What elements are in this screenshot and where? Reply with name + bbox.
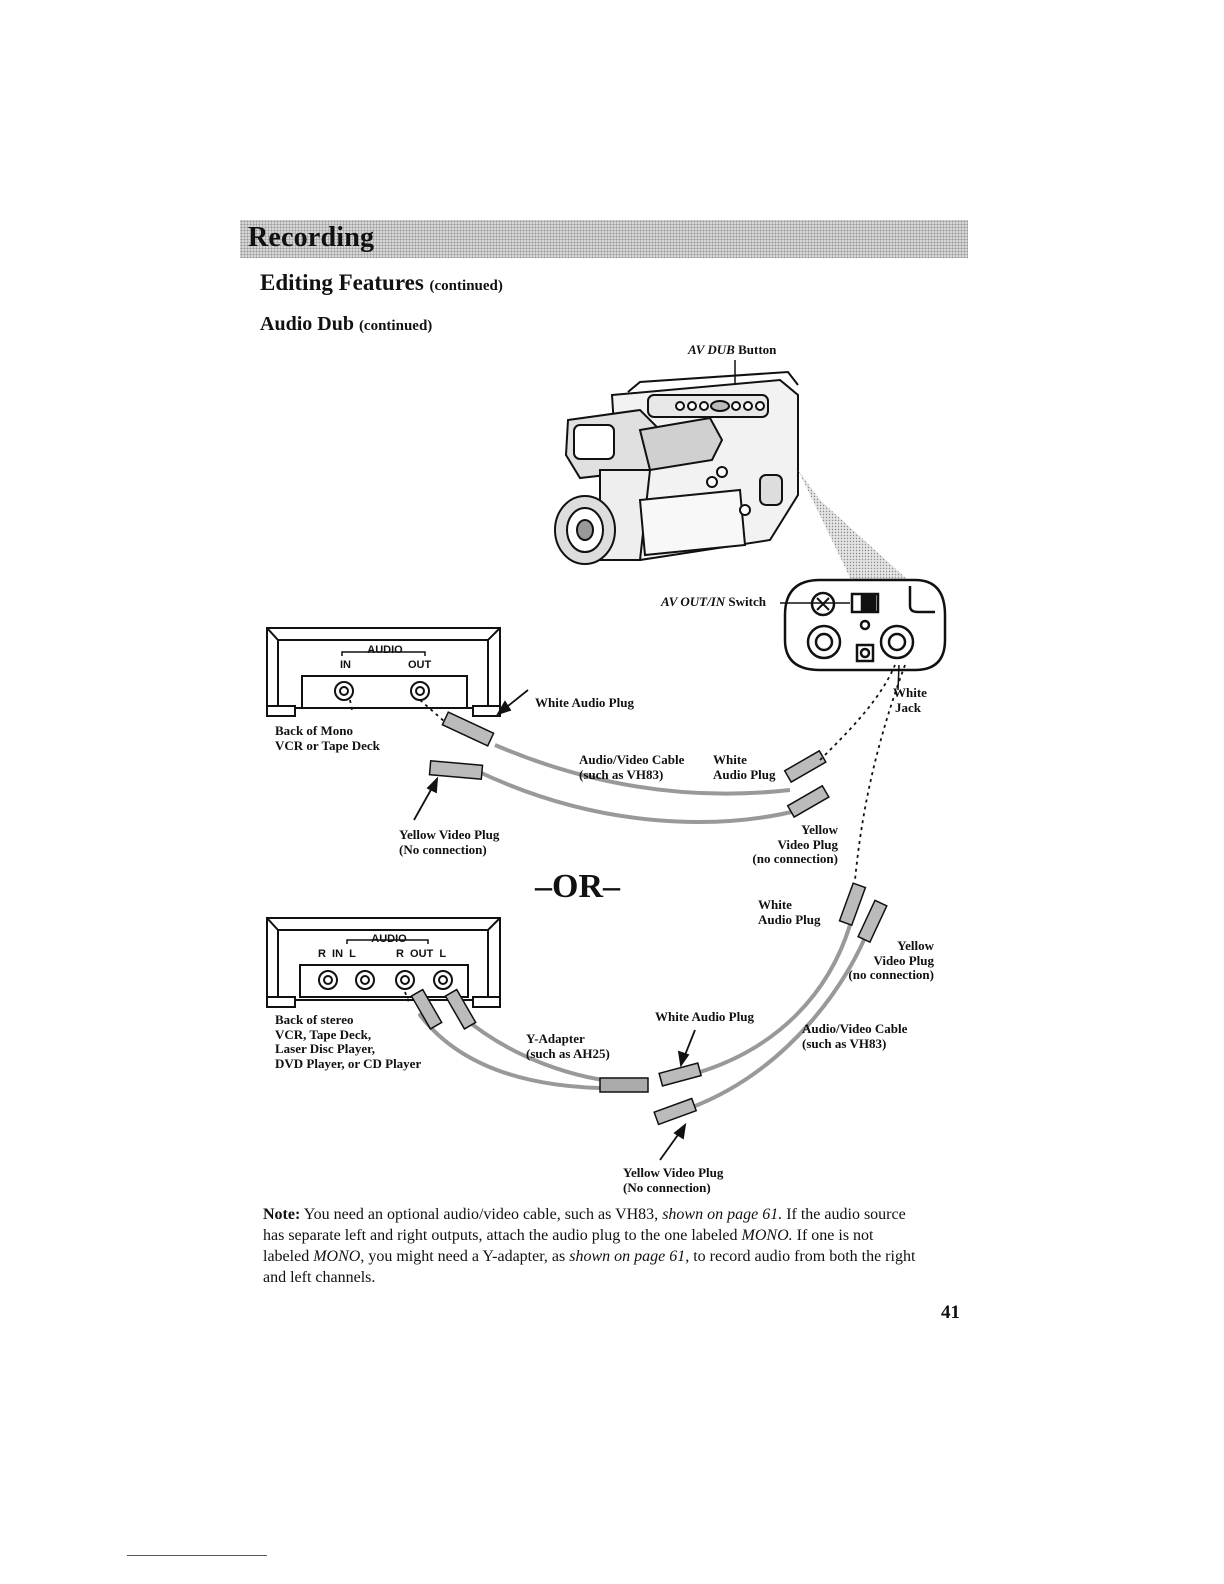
note-text-1: You need an optional audio/video cable, … xyxy=(300,1206,663,1223)
note-text-5: to record audio from both the right and … xyxy=(263,1248,916,1286)
yellow-video-top-right-line2: Video Plug xyxy=(777,836,838,852)
white-audio-plug-bottom-label: White Audio Plug xyxy=(655,1009,754,1024)
yellow-video-mid-line2: Video Plug xyxy=(873,952,934,968)
white-audio-mid-line2: Audio Plug xyxy=(758,911,821,927)
y-adapter-label: Y-Adapter (such as AH25) xyxy=(526,1031,610,1061)
yellow-video-bottom-line1: Yellow Video Plug xyxy=(623,1165,724,1180)
yellow-video-bottom-line2: (No connection) xyxy=(623,1179,711,1195)
av-cable-top-label: Audio/Video Cable (such as VH83) xyxy=(579,752,685,782)
av-dub-italic: AV DUB xyxy=(688,342,735,357)
stereo-caption-line4: DVD Player, or CD Player xyxy=(275,1055,422,1071)
pointer-arrows xyxy=(413,689,696,1161)
y-adapter-line1: Y-Adapter xyxy=(526,1031,585,1046)
section-banner xyxy=(240,220,968,258)
mono-caption-line1: Back of Mono xyxy=(275,723,353,738)
yellow-video-top-left-line1: Yellow Video Plug xyxy=(399,827,500,842)
note-ref-1: shown on page 61. xyxy=(662,1206,783,1223)
white-audio-plug-right-label: White Audio Plug xyxy=(713,752,776,782)
av-switch-rest: Switch xyxy=(725,594,766,609)
av-cable-top xyxy=(474,743,801,824)
stereo-caption-line2: VCR, Tape Deck, xyxy=(275,1026,372,1042)
yellow-video-top-right-line3: (no connection) xyxy=(752,851,838,866)
mono-panel-out: OUT xyxy=(408,659,432,671)
heading-suffix: (continued) xyxy=(429,278,503,294)
or-separator: –OR– xyxy=(535,868,620,905)
y-adapter-line2: (such as AH25) xyxy=(526,1045,610,1061)
footer-rule xyxy=(127,1555,267,1556)
stereo-panel-audio: AUDIO xyxy=(371,933,407,945)
stereo-panel-in: R IN L xyxy=(318,948,356,960)
plugs-top xyxy=(428,711,830,819)
white-audio-mid-line1: White xyxy=(758,897,792,912)
note-label: Note: xyxy=(263,1206,301,1223)
yellow-video-mid-line3: (no connection) xyxy=(848,967,934,982)
av-cable-top-line2: (such as VH83) xyxy=(579,766,664,782)
mono-device xyxy=(266,627,501,717)
white-audio-plug-mid-label: White Audio Plug xyxy=(758,897,821,927)
yellow-video-mid-line1: Yellow xyxy=(897,938,934,953)
camcorder-illustration xyxy=(554,360,799,565)
white-jack-label: White Jack xyxy=(893,685,927,715)
plugs-bottom xyxy=(410,882,888,1126)
note-text-3: If one is not labeled xyxy=(263,1227,874,1265)
note-text-2: If the audio source has separate left an… xyxy=(263,1206,906,1244)
page-heading: Editing Features (continued) xyxy=(260,270,503,296)
yellow-video-top-left-line2: (No connection) xyxy=(399,841,487,857)
stereo-caption-line3: Laser Disc Player, xyxy=(275,1041,376,1056)
dashed-connections xyxy=(349,664,906,1006)
av-dub-rest: Button xyxy=(734,342,777,357)
av-cable-bottom-line2: (such as VH83) xyxy=(802,1035,887,1051)
stereo-device-caption: Back of stereo VCR, Tape Deck, Laser Dis… xyxy=(275,1012,422,1071)
mono-device-caption: Back of Mono VCR or Tape Deck xyxy=(275,723,380,753)
stereo-panel-out: R OUT L xyxy=(396,948,447,960)
subheading-text: Audio Dub xyxy=(260,313,354,335)
stereo-caption-line1: Back of stereo xyxy=(275,1012,354,1027)
av-switch-label: AV OUT/IN Switch xyxy=(661,594,766,610)
yellow-video-plug-top-right-label: Yellow Video Plug (no connection) xyxy=(720,822,838,867)
jack-panel xyxy=(783,578,947,672)
yellow-video-plug-bottom-label: Yellow Video Plug (No connection) xyxy=(623,1165,724,1195)
page-number: 41 xyxy=(941,1302,960,1323)
note-mono-1: MONO. xyxy=(741,1227,793,1244)
white-jack-line1: White xyxy=(893,685,927,700)
white-audio-plug-right-line2: Audio Plug xyxy=(713,766,776,782)
yellow-video-plug-mid-label: Yellow Video Plug (no connection) xyxy=(812,938,934,983)
subheading-suffix: (continued) xyxy=(358,318,433,334)
mono-panel-audio: AUDIO xyxy=(367,644,403,656)
note-ref-2: shown on page 61, xyxy=(569,1248,690,1265)
yellow-video-plug-top-left-label: Yellow Video Plug (No connection) xyxy=(399,827,500,857)
note-paragraph: Note: You need an optional audio/video c… xyxy=(263,1204,923,1288)
note-text-4: , you might need a Y-adapter, as xyxy=(360,1248,570,1265)
white-jack-line2: Jack xyxy=(895,699,921,715)
yellow-video-top-right-line1: Yellow xyxy=(801,822,838,837)
white-audio-plug-top-label: White Audio Plug xyxy=(535,695,634,710)
av-cable-bottom-label: Audio/Video Cable (such as VH83) xyxy=(802,1021,908,1051)
av-cable-top-line1: Audio/Video Cable xyxy=(579,752,685,767)
note-mono-2: MONO xyxy=(313,1248,361,1265)
mono-panel-in: IN xyxy=(340,659,351,671)
mono-caption-line2: VCR or Tape Deck xyxy=(275,737,380,753)
heading-text: Editing Features xyxy=(260,270,424,295)
stereo-device xyxy=(266,917,501,1008)
section-title: Recording xyxy=(248,222,375,253)
av-cable-bottom-line1: Audio/Video Cable xyxy=(802,1021,908,1036)
sub-heading: Audio Dub (continued) xyxy=(260,313,432,336)
av-switch-italic: AV OUT/IN xyxy=(661,594,726,609)
av-dub-button-label: AV DUB Button xyxy=(688,342,777,358)
white-audio-plug-right-line1: White xyxy=(713,752,747,767)
